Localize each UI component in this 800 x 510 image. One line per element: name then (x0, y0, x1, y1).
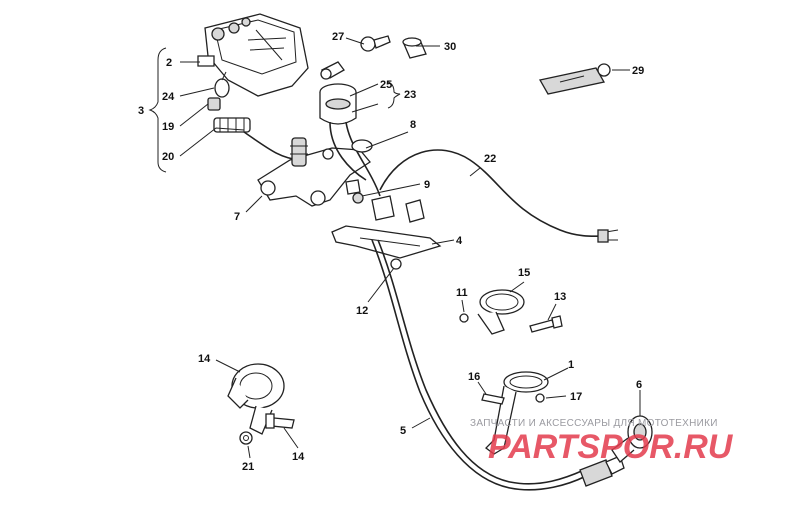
callout-15: 15 (518, 267, 530, 279)
speedo-drive-fitting (290, 137, 308, 167)
bolt-14 (265, 413, 295, 429)
sensor-6 (611, 415, 653, 463)
callout-23: 22 (484, 153, 496, 165)
callout-30: 30 (444, 41, 456, 53)
callout-6: 6 (636, 379, 642, 391)
instrument-cluster (197, 13, 309, 97)
ignition-switch-25 (319, 83, 381, 197)
watermark: ЗАПЧАСТИ И АКСЕССУАРЫ ДЛЯ МОТОТЕХНИКИ PA… (470, 418, 734, 466)
mounting-bracket-7 (257, 147, 371, 207)
callout-26: 24 (162, 91, 175, 103)
callout-11: 11 (456, 287, 468, 299)
screw-16 (481, 393, 505, 405)
key-27 (360, 35, 391, 52)
key-fob-29 (538, 63, 611, 95)
callout-2: 2 (166, 57, 172, 69)
wiring-harness-21 (213, 117, 301, 161)
key-near-switch (320, 61, 345, 80)
speedometer-cable-5 (371, 239, 587, 491)
clamp-15 (477, 289, 525, 335)
callout-20: 19 (162, 121, 174, 133)
callout-13: 13 (554, 291, 566, 303)
indicator-9 (345, 179, 364, 204)
callout-14: 14 (292, 451, 305, 463)
callout-29: 29 (632, 65, 644, 77)
nut-11 (459, 313, 469, 323)
leader-lines (148, 37, 641, 459)
callout-7: 7 (234, 211, 240, 223)
watermark-tagline: ЗАПЧАСТИ И АКСЕССУАРЫ ДЛЯ МОТОТЕХНИКИ (470, 418, 718, 429)
bulb-26 (214, 71, 230, 98)
callout-12: 12 (356, 305, 368, 317)
watermark-logo: PARTSPOR.RU (488, 428, 734, 466)
callout-5: 5 (400, 425, 406, 437)
callout-4: 4 (456, 235, 463, 247)
callout-1: 1 (568, 359, 574, 371)
sensor-cable-23 (379, 149, 619, 243)
callout-27: 27 (332, 31, 344, 43)
bolt-12 (390, 258, 402, 270)
callout-25: 25 (380, 79, 392, 91)
callout-8: 8 (410, 119, 416, 131)
horn-19 (227, 363, 285, 435)
sensor-bracket-1 (485, 371, 549, 455)
callout-17: 17 (570, 391, 582, 403)
bulb-socket-20 (207, 97, 221, 111)
washer-17 (535, 393, 545, 403)
callout-19: 14 (198, 353, 211, 365)
callout-labels: 2 3 24 19 20 7 27 30 25 23 29 8 9 22 4 1… (138, 31, 644, 473)
callout-3: 3 (138, 105, 144, 117)
callout-21: 20 (162, 151, 174, 163)
screw-13 (529, 315, 563, 333)
callout-9: 9 (424, 179, 430, 191)
washer-22 (239, 431, 253, 445)
callout-24: 23 (404, 89, 416, 101)
lower-bracket-4 (331, 225, 442, 259)
callout-22: 21 (242, 461, 254, 473)
grommet-8 (351, 139, 373, 153)
connectors (371, 195, 425, 223)
callout-16: 16 (468, 371, 480, 383)
cap-30 (402, 37, 427, 59)
